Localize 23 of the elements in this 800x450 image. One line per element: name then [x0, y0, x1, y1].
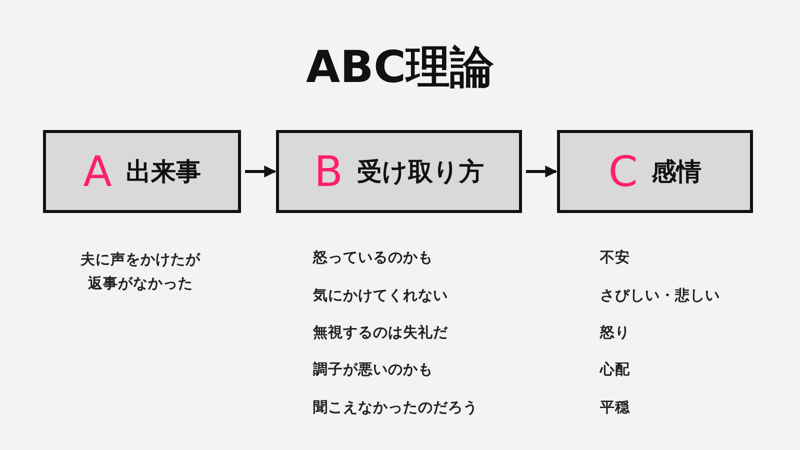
process-box	[276, 130, 522, 213]
text-label: 怒り	[600, 324, 630, 342]
text-label: 怒っているのかも	[313, 249, 433, 267]
title: ABC理論	[305, 41, 495, 95]
text-label: 聞こえなかったのだろう	[313, 399, 478, 417]
text-label: 夫に声をかけたが返事がなかった	[79, 250, 202, 294]
process-box	[557, 130, 753, 213]
text-label: 不安	[600, 248, 630, 267]
step-heading: 出来事	[126, 156, 201, 188]
step-heading: 受け取り方	[356, 156, 484, 188]
text-label: 調子が悪いのかも	[313, 360, 433, 379]
step-letter: A	[83, 150, 112, 192]
text-label: 心配	[600, 360, 630, 379]
text-label: 無視するのは失礼だ	[313, 324, 448, 342]
step-letter: B	[314, 150, 343, 192]
text-label: 気にかけてくれない	[313, 287, 448, 305]
arrow	[245, 166, 276, 178]
text-label: 平穏	[600, 399, 630, 417]
text-label: さびしい・悲しい	[600, 286, 720, 305]
process-box	[43, 130, 241, 213]
arrow	[526, 166, 558, 178]
step-heading: 感情	[652, 156, 702, 188]
step-letter: C	[608, 150, 638, 192]
